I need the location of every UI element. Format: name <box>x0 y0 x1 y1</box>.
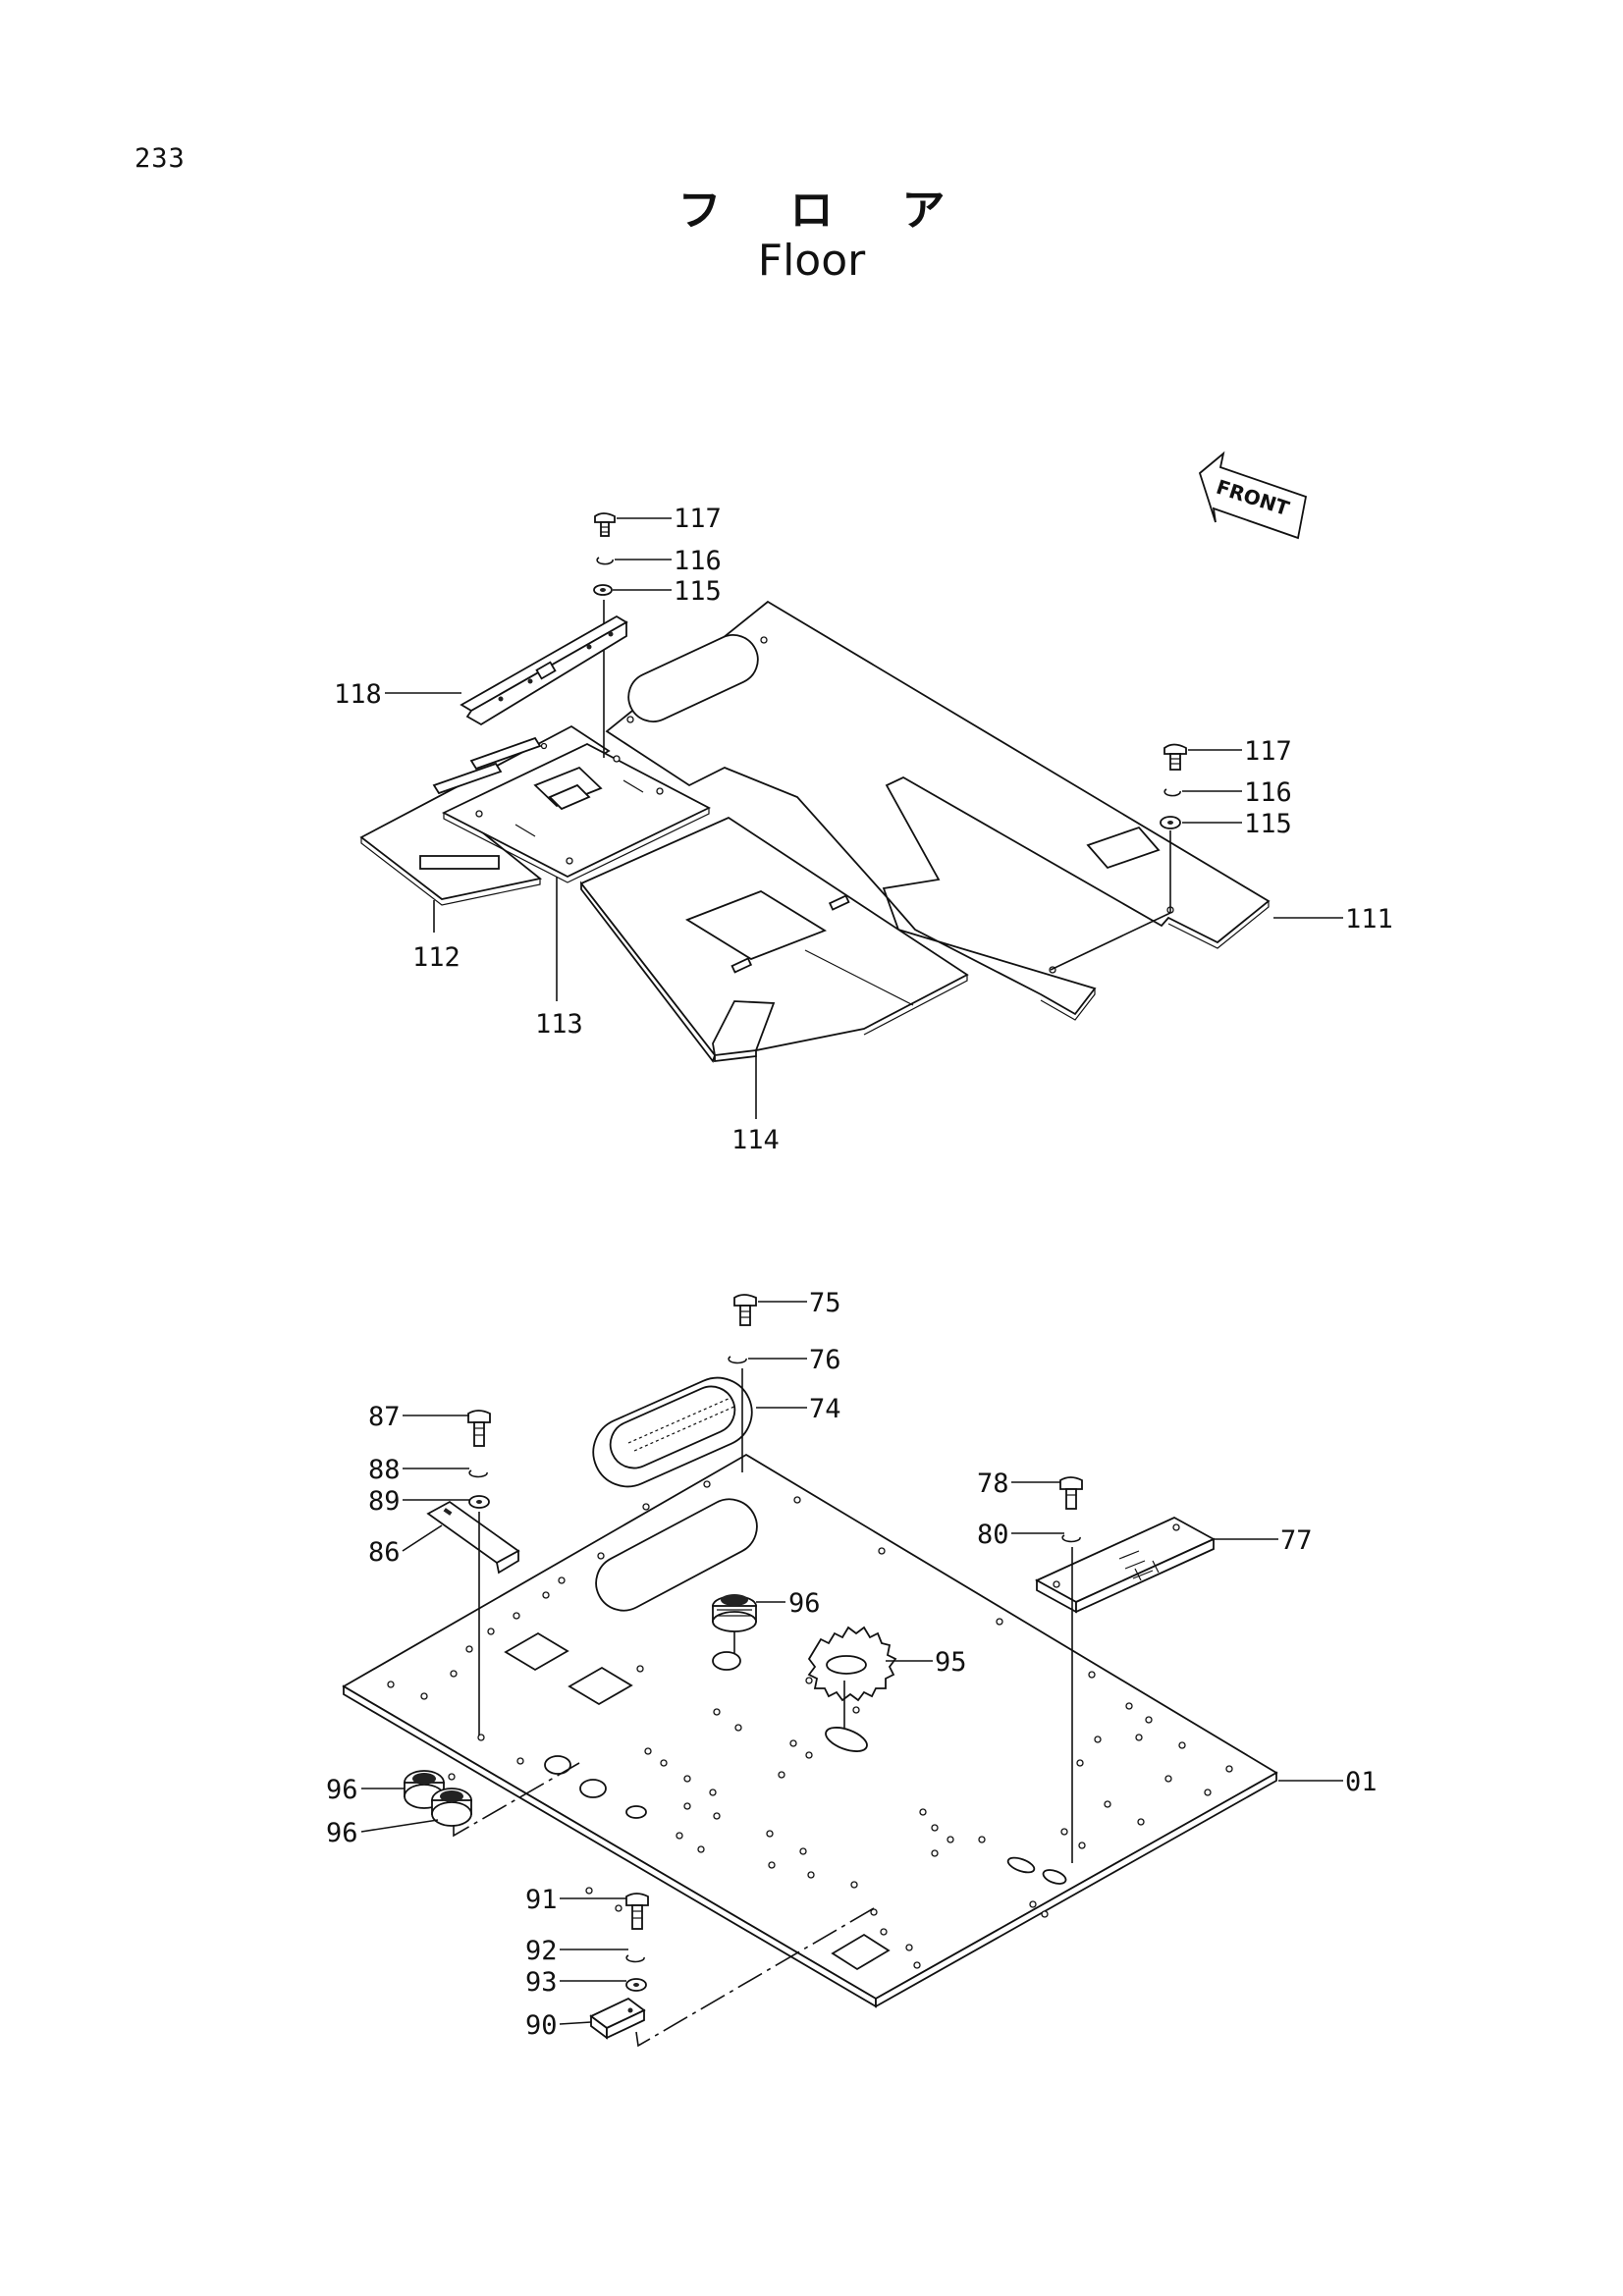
washer-93-icon <box>625 1978 647 1992</box>
washer-89-icon <box>468 1495 490 1509</box>
callout-114: 114 <box>731 1125 780 1155</box>
bolt-75-icon <box>733 1294 757 1326</box>
callout-96a: 96 <box>788 1588 821 1619</box>
callout-75: 75 <box>809 1288 841 1318</box>
floor-mat-114 <box>579 816 969 1063</box>
callout-117b: 117 <box>1244 736 1292 767</box>
callout-01: 01 <box>1345 1767 1378 1797</box>
front-arrow-icon: FRONT <box>1198 451 1308 540</box>
lock-washer-116a-icon <box>596 557 614 565</box>
bolt-117a-icon <box>594 512 616 537</box>
callout-90: 90 <box>525 2010 558 2041</box>
page-title-english: Floor <box>757 236 866 286</box>
callout-115b: 115 <box>1244 809 1292 839</box>
callout-96b: 96 <box>326 1775 358 1805</box>
callout-115a: 115 <box>674 576 722 607</box>
cover-plate-77 <box>1034 1516 1217 1614</box>
bolt-91-icon <box>625 1893 649 1930</box>
callout-112: 112 <box>412 942 460 973</box>
callout-87: 87 <box>368 1402 401 1432</box>
plate-90 <box>589 1997 646 2040</box>
grommet-95-icon <box>807 1626 897 1702</box>
washer-115a-icon <box>593 584 613 596</box>
callout-117a: 117 <box>674 504 722 534</box>
bolt-78-icon <box>1059 1476 1083 1510</box>
callout-91: 91 <box>525 1885 558 1915</box>
floor-mat-113 <box>441 742 711 883</box>
callout-92: 92 <box>525 1936 558 1966</box>
callout-116b: 116 <box>1244 777 1292 808</box>
callout-111: 111 <box>1345 904 1393 934</box>
lock-washer-76-icon <box>728 1356 747 1364</box>
lock-washer-116b-icon <box>1163 788 1181 797</box>
bolt-117b-icon <box>1163 743 1187 771</box>
washer-115b-icon <box>1160 816 1181 829</box>
bolt-87-icon <box>467 1410 491 1447</box>
callout-116a: 116 <box>674 546 722 576</box>
callout-88: 88 <box>368 1455 401 1485</box>
floor-mat-111 <box>605 600 1271 1021</box>
callout-96c: 96 <box>326 1818 358 1848</box>
callout-86: 86 <box>368 1537 401 1568</box>
callout-93: 93 <box>525 1967 558 1998</box>
page-number: 233 <box>135 143 186 174</box>
page-title-japanese: フロア <box>677 186 1014 236</box>
callout-80: 80 <box>977 1520 1009 1550</box>
cover-frame-74 <box>592 1376 753 1488</box>
callout-74: 74 <box>809 1394 841 1424</box>
rubber-cushion-96a-icon <box>712 1594 757 1632</box>
callout-118: 118 <box>334 679 382 710</box>
bracket-86 <box>426 1500 520 1575</box>
callout-95: 95 <box>935 1647 967 1678</box>
lock-washer-92-icon <box>625 1954 645 1963</box>
callout-78: 78 <box>977 1468 1009 1499</box>
lower-floor-assembly: 75 76 74 87 88 89 86 78 80 77 96 95 96 9… <box>326 1288 1378 2048</box>
callout-89: 89 <box>368 1486 401 1517</box>
lock-washer-88-icon <box>468 1469 488 1478</box>
upper-floor-assembly: 117 116 115 118 117 116 115 111 112 113 … <box>334 504 1393 1155</box>
callout-113: 113 <box>535 1009 583 1040</box>
floor-plate-mounting-holes <box>387 1480 1233 1969</box>
rubber-cushion-96c-icon <box>431 1788 472 1827</box>
lock-washer-80-icon <box>1061 1534 1081 1543</box>
callout-77: 77 <box>1280 1525 1313 1556</box>
callout-76: 76 <box>809 1345 841 1375</box>
bracket-118 <box>460 614 628 726</box>
floor-plate-01 <box>342 1453 1278 2008</box>
